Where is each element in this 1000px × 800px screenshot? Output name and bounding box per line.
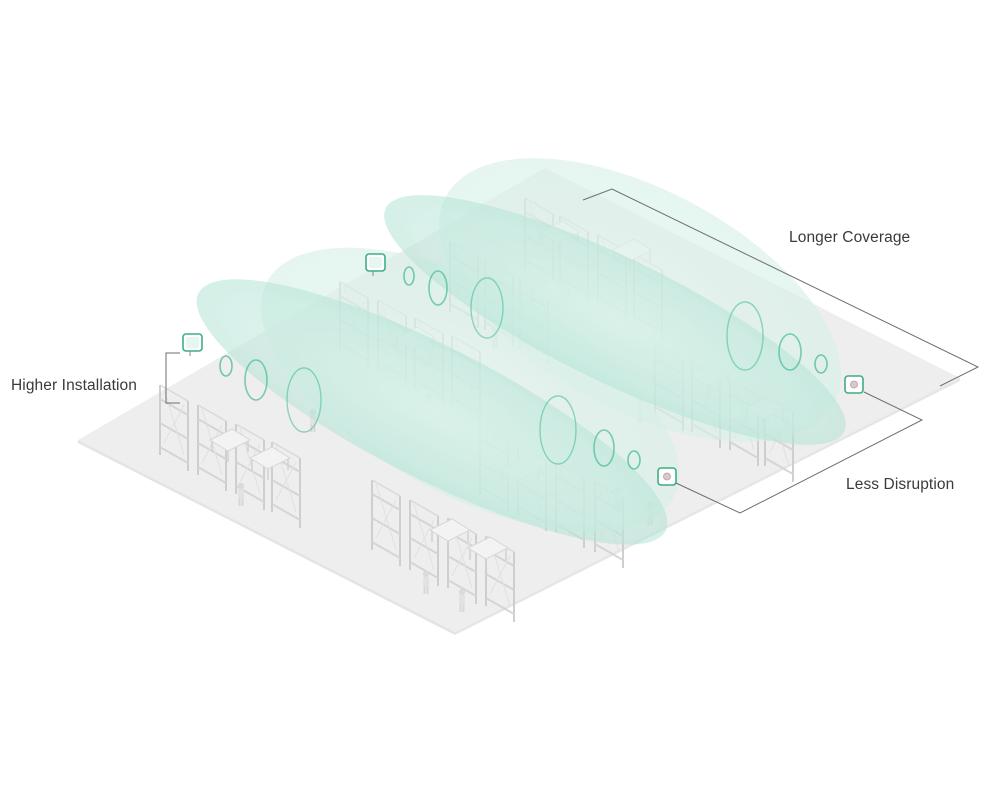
coverage-beam-back xyxy=(384,195,846,445)
wall-access-point-icon xyxy=(657,467,677,486)
callout-longer-coverage: Longer Coverage xyxy=(789,229,911,246)
coverage-beam-front xyxy=(196,279,668,545)
leader-line-longer-coverage xyxy=(582,188,980,387)
leader-line-higher-installation xyxy=(165,352,180,404)
callout-less-disruption: Less Disruption xyxy=(846,476,955,493)
wall-access-point-icon xyxy=(844,375,864,394)
ceiling-access-point-icon xyxy=(365,253,386,276)
leader-line-less-disruption xyxy=(675,391,924,514)
callout-higher-installation: Higher Installation xyxy=(11,377,137,394)
ceiling-access-point-icon xyxy=(182,333,203,356)
